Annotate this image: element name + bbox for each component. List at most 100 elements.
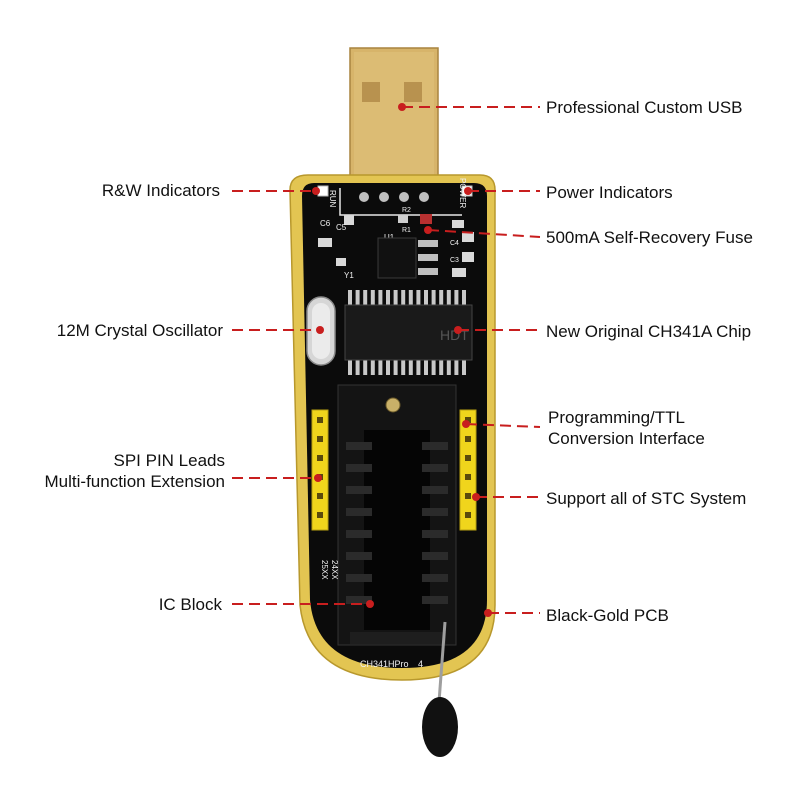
header-pin [317,436,323,442]
zif-contact [422,552,448,560]
header-pin [317,512,323,518]
zif-socket [337,384,457,646]
header-pin [317,455,323,461]
chip-pin [446,360,451,375]
fuse-component [420,214,432,224]
chip-pin [462,360,466,375]
leader-line [427,229,541,238]
silk-rev: 4 [418,659,423,669]
callout-crystal: 12M Crystal Oscillator [56,321,223,340]
chip-pin [431,290,436,305]
silk-c4: C4 [450,240,459,247]
zif-contact [422,596,448,604]
chip-pin [378,360,383,375]
callout-ic-block: IC Block [158,595,222,614]
header-pin [317,493,323,499]
programming-header-right [459,409,477,531]
silk-c3: C3 [450,257,459,264]
chip-pin [393,290,398,305]
zif-contact [346,596,372,604]
chip-pin [363,290,368,305]
callout-pcb: Black-Gold PCB [546,606,669,625]
zif-contact [346,442,372,450]
zif-contact [346,574,372,582]
chip-pin [355,290,360,305]
chip-pin [454,360,459,375]
leader-dot [462,420,470,428]
chip-pin [370,290,375,305]
callout-leaders [232,103,541,617]
callout-spi-line1: SPI PIN Leads [113,451,225,470]
silk-c5: C5 [336,223,347,232]
zif-contact [346,486,372,494]
zif-contact [346,552,372,560]
chip-pin [439,290,444,305]
silk-r1: R1 [402,227,411,234]
header-pin [465,436,471,442]
chip-pin [401,360,406,375]
zif-contact [422,464,448,472]
chip-pin [462,290,466,305]
leader-dot [314,474,322,482]
chip-pin [431,360,436,375]
leader-dot [424,226,432,234]
silk-r2: R2 [402,207,411,214]
chip-pins-bottom [348,360,466,375]
header-pin [317,417,323,423]
silk-c6: C6 [320,219,331,228]
silk-24xx: 24XX [330,560,339,580]
callout-usb: Professional Custom USB [546,98,743,117]
chip-pin [348,290,352,305]
header-pin [465,493,471,499]
chip-pin [424,360,428,375]
zif-contact [346,508,372,516]
callout-programming-line1: Programming/TTL [548,408,685,427]
silk-run: RUN [328,190,337,208]
chip-pin [424,290,428,305]
leader-dot [472,493,480,501]
zif-contact [422,508,448,516]
leader-dot [464,187,472,195]
zif-contact [422,486,448,494]
chip-pin [446,290,451,305]
chip-pin [408,290,413,305]
callout-programming: Programming/TTL Conversion Interface [548,407,705,449]
callout-programming-line2: Conversion Interface [548,429,705,448]
chip-pin [439,360,444,375]
zif-lever [422,621,458,757]
leader-dot [454,326,462,334]
header-pin [465,455,471,461]
header-pin [465,417,471,423]
leader-dot [366,600,374,608]
chip-pin [348,360,352,375]
callout-rw-indicators: R&W Indicators [101,181,220,200]
chip-pin [416,360,421,375]
silk-y1: Y1 [344,271,354,280]
callout-spi-line2: Multi-function Extension [44,472,225,491]
zif-contact [422,530,448,538]
silk-power: POWER [458,178,467,208]
silk-25xx: 25XX [320,560,329,580]
leader-line [465,423,541,428]
leader-dot [312,187,320,195]
zif-contact [422,442,448,450]
chip-pin [408,360,413,375]
callout-stc: Support all of STC System [546,489,747,508]
chip-pin [393,360,398,375]
chip-pin [416,290,421,305]
callout-spi: SPI PIN Leads Multi-function Extension [45,450,225,492]
chip-pin [378,290,383,305]
zif-contact [422,574,448,582]
voltage-regulator [377,237,438,279]
zif-contact [346,530,372,538]
silk-model: CH341HPro [360,659,409,669]
ch341a-chip [344,304,473,361]
chip-pin [386,290,390,305]
usb-window-left [362,82,380,102]
chip-pin [370,360,375,375]
zif-contact [346,464,372,472]
callout-chip: New Original CH341A Chip [546,322,752,341]
header-pin [465,474,471,480]
chip-pin [355,360,360,375]
header-pin [465,512,471,518]
